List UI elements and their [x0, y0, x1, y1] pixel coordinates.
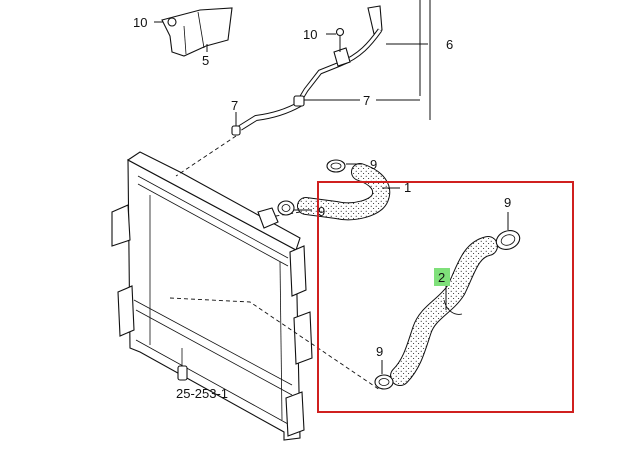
label-radiator-ref: 25-253-1 [176, 386, 228, 401]
clamp-right [495, 212, 521, 250]
label-clamp-bottom: 9 [376, 344, 383, 359]
label-upper-hose: 1 [404, 180, 411, 195]
label-hose-upper-small: 7 [231, 98, 238, 113]
leader-hose7-radiator [175, 135, 237, 177]
label-pipe-bolt: 10 [303, 27, 317, 42]
label-reservoir-pipe: 6 [446, 37, 453, 52]
reservoir-pipe [297, 0, 431, 120]
label-hose-small: 7 [363, 93, 370, 108]
leader-lower-outlet [169, 297, 381, 391]
label-bracket: 5 [202, 53, 209, 68]
label-clamp-right: 9 [504, 195, 511, 210]
clamp-bottom [374, 360, 394, 390]
small-hose-7 [231, 95, 420, 136]
clamp-top [326, 159, 362, 173]
highlight-box [317, 181, 574, 413]
label-clamp-top: 9 [370, 157, 377, 172]
part2-tag [434, 268, 450, 286]
upper-hose [297, 163, 400, 221]
clamp-mid [277, 200, 312, 216]
label-clamp-mid: 9 [318, 204, 325, 219]
label-lower-hose: 2 [438, 270, 445, 285]
lower-hose [390, 236, 498, 386]
bracket-assembly [154, 7, 233, 57]
pipe-bolt [326, 27, 345, 52]
label-bracket-bolt: 10 [133, 15, 147, 30]
